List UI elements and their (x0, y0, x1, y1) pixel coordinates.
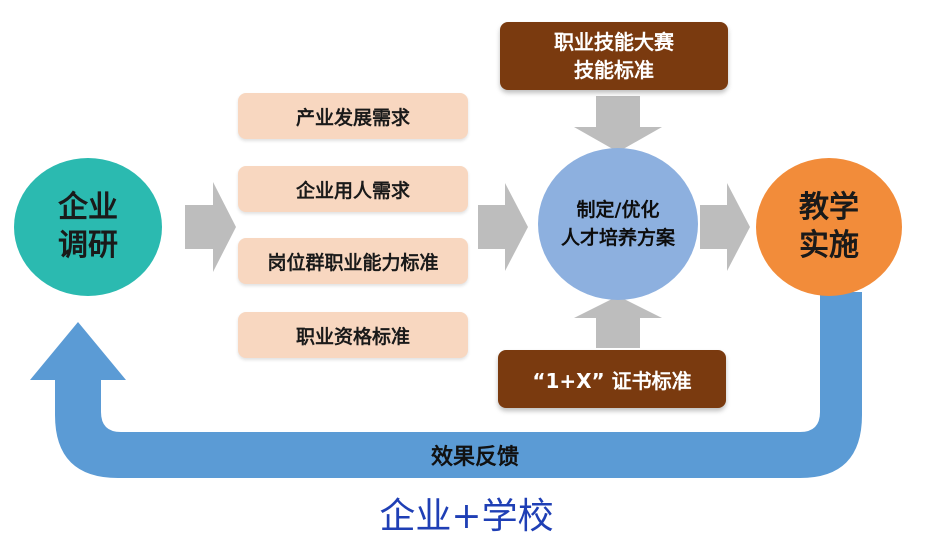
arrow-right-1 (185, 182, 236, 272)
competition-line2: 技能标准 (574, 58, 654, 82)
arrow-right-2 (478, 183, 528, 271)
node-teaching-impl-line1: 教学 (799, 190, 859, 225)
arrow-down (574, 96, 662, 152)
node-plan-line2: 人才培养方案 (560, 227, 675, 249)
competition-box: 职业技能大赛 技能标准 (500, 22, 728, 90)
req-box-3: 岗位群职业能力标准 (238, 238, 468, 284)
certificate-label: “1+X” 证书标准 (532, 368, 692, 393)
node-enterprise-research-line1: 企业 (58, 190, 118, 225)
node-teaching-impl-line2: 实施 (799, 228, 859, 263)
certificate-box: “1+X” 证书标准 (498, 350, 726, 408)
req-box-3-label: 岗位群职业能力标准 (267, 251, 439, 274)
feedback-loop-arrow (30, 292, 862, 478)
node-plan: 制定/优化 人才培养方案 (538, 148, 698, 300)
competition-line1: 职业技能大赛 (554, 30, 674, 54)
arrow-up (574, 296, 662, 348)
node-teaching-impl: 教学 实施 (756, 158, 902, 296)
node-enterprise-research-line2: 调研 (58, 228, 118, 263)
req-box-4-label: 职业资格标准 (295, 325, 410, 348)
req-box-2-label: 企业用人需求 (295, 179, 410, 202)
arrow-right-3 (700, 183, 750, 271)
node-enterprise-research: 企业 调研 (14, 158, 162, 296)
req-box-1-label: 产业发展需求 (295, 106, 410, 129)
req-box-1: 产业发展需求 (238, 93, 468, 139)
req-box-2: 企业用人需求 (238, 166, 468, 212)
feedback-label: 效果反馈 (430, 445, 519, 470)
footer-title: 企业+学校 (379, 496, 554, 537)
node-plan-line1: 制定/优化 (576, 199, 660, 221)
req-box-4: 职业资格标准 (238, 312, 468, 358)
